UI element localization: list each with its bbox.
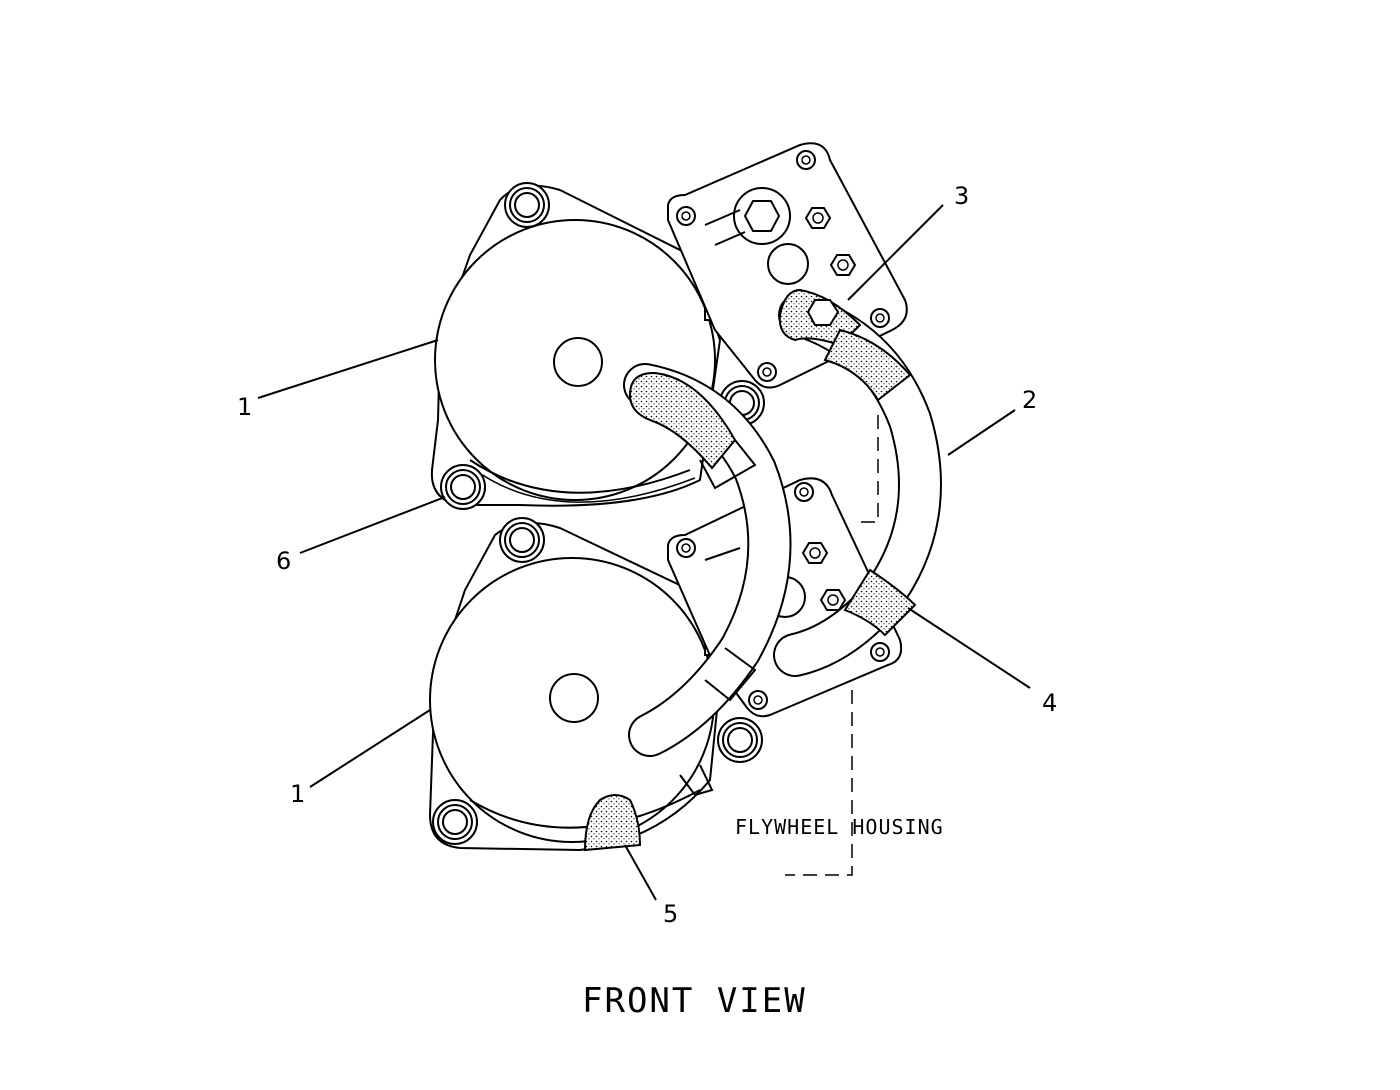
- callout-4: 4: [1042, 689, 1057, 717]
- flywheel-housing-label: FLYWHEEL HOUSING: [735, 815, 944, 839]
- flywheel-housing-outline: [785, 415, 879, 876]
- cable-upper-to-lower: [623, 363, 792, 797]
- callout-1-upper: 1: [237, 393, 252, 421]
- cable-2: [773, 288, 942, 677]
- lower-starter-motor: [428, 517, 763, 852]
- view-title: FRONT VIEW: [582, 981, 807, 1021]
- callout-6: 6: [276, 547, 291, 575]
- leader-lines: [257, 204, 1031, 901]
- callout-3: 3: [954, 182, 969, 210]
- callout-1-lower: 1: [290, 780, 305, 808]
- callout-2: 2: [1022, 386, 1037, 414]
- callout-5: 5: [663, 900, 678, 928]
